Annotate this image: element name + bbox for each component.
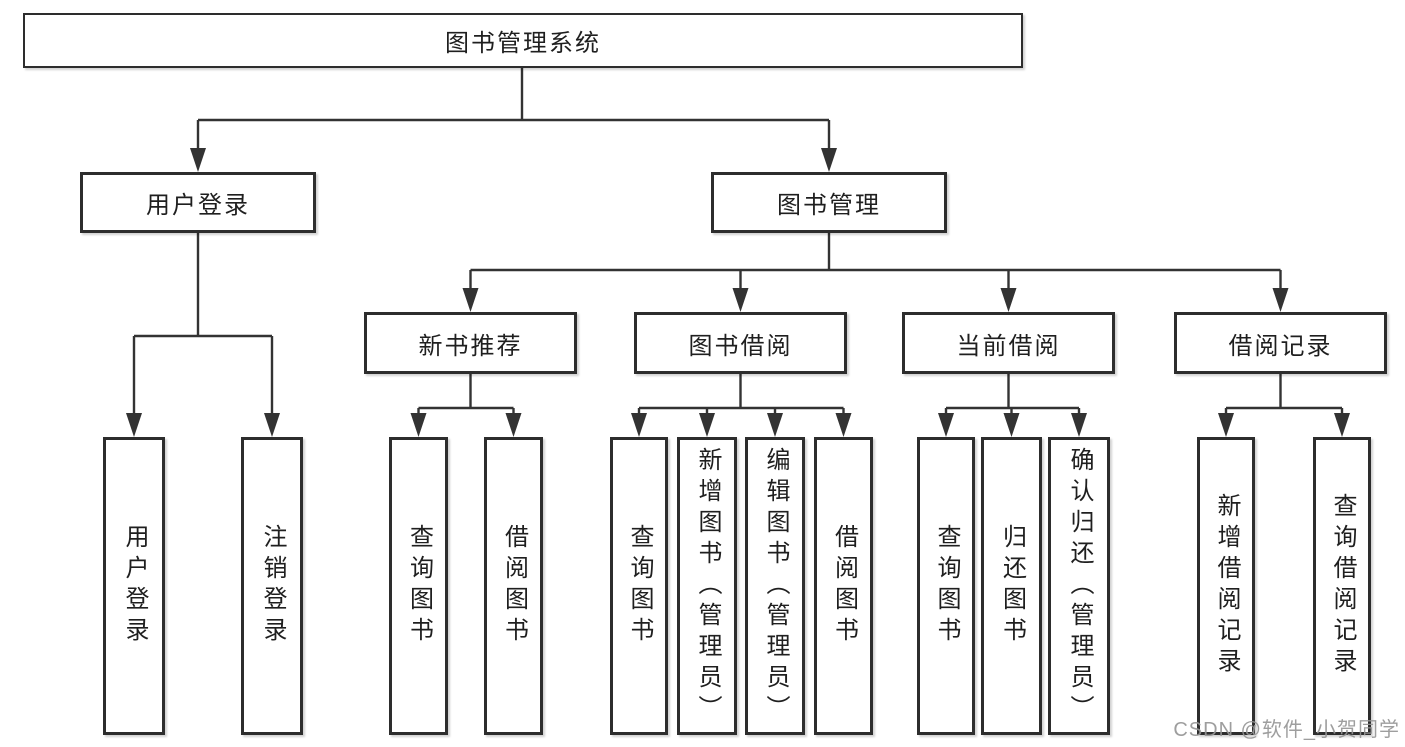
leaf-query-books-borrow: 查询图书 — [610, 437, 668, 735]
node-label: 查询借阅记录 — [1329, 493, 1356, 679]
edges-new-book-recommend — [410, 374, 522, 437]
node-label: 确认归还（管理员） — [1066, 446, 1093, 726]
node-label: 新增借阅记录 — [1213, 493, 1240, 679]
node-library-management-system: 图书管理系统 — [23, 13, 1023, 68]
node-label: 注销登录 — [259, 524, 286, 648]
node-label: 用户登录 — [121, 524, 148, 648]
node-current-borrow: 当前借阅 — [902, 312, 1115, 374]
node-label: 新书推荐 — [418, 332, 523, 360]
leaf-confirm-return-admin: 确认归还（管理员） — [1048, 437, 1110, 735]
node-label: 图书管理 — [777, 192, 881, 219]
leaf-logout: 注销登录 — [241, 437, 303, 735]
node-label: 查询图书 — [405, 524, 433, 648]
leaf-borrow-books: 借阅图书 — [814, 437, 873, 735]
leaf-user-login: 用户登录 — [103, 437, 165, 735]
node-label: 借阅记录 — [1228, 332, 1333, 360]
node-label: 图书借阅 — [688, 332, 793, 360]
node-label: 归还图书 — [998, 524, 1026, 648]
node-book-borrow: 图书借阅 — [634, 312, 847, 374]
node-label: 借阅图书 — [830, 524, 858, 648]
leaf-add-borrow-record: 新增借阅记录 — [1197, 437, 1255, 735]
node-new-book-recommend: 新书推荐 — [364, 312, 577, 374]
edges-book-borrow — [631, 374, 852, 437]
node-label: 编辑图书（管理员） — [762, 446, 789, 726]
csdn-watermark: CSDN @软件_小贺同学 — [1173, 719, 1400, 741]
leaf-query-books-current: 查询图书 — [917, 437, 975, 735]
leaf-add-books-admin: 新增图书（管理员） — [677, 437, 737, 735]
node-borrow-records: 借阅记录 — [1174, 312, 1387, 374]
node-user-login: 用户登录 — [80, 172, 316, 233]
node-label: 用户登录 — [146, 192, 250, 219]
edges-current-borrow — [938, 374, 1087, 437]
edges-book-management — [462, 233, 1289, 312]
leaf-borrow-books-recommend: 借阅图书 — [484, 437, 543, 735]
leaf-query-borrow-record: 查询借阅记录 — [1313, 437, 1371, 735]
node-label: 新增图书（管理员） — [694, 446, 721, 726]
node-label: 查询图书 — [626, 524, 653, 648]
leaf-return-books: 归还图书 — [981, 437, 1042, 735]
node-label: 当前借阅 — [956, 332, 1061, 360]
node-label: 借阅图书 — [500, 524, 528, 648]
edges-root — [190, 68, 837, 172]
edges-borrow-records — [1218, 374, 1350, 437]
leaf-edit-books-admin: 编辑图书（管理员） — [745, 437, 805, 735]
edges-user-login — [126, 233, 280, 437]
node-label: 查询图书 — [933, 524, 960, 648]
leaf-query-books-recommend: 查询图书 — [389, 437, 448, 735]
node-label: 图书管理系统 — [445, 30, 601, 57]
node-book-management: 图书管理 — [711, 172, 947, 233]
